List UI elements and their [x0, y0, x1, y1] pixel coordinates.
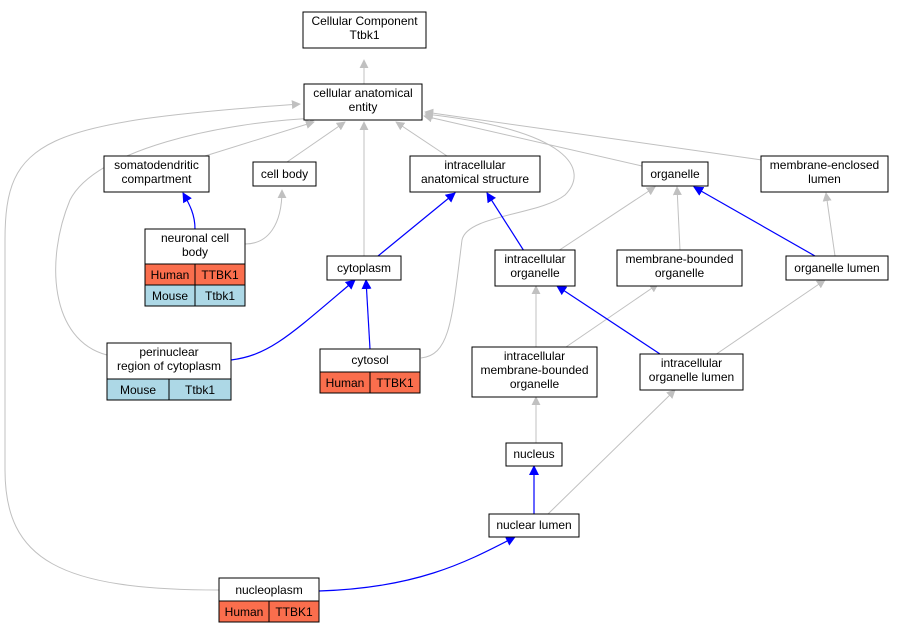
node-root[interactable]: Cellular Component Ttbk1	[302, 11, 427, 49]
node-label-line: organelle	[510, 377, 560, 391]
edge-mel-to-cae	[424, 108, 763, 161]
node-intracellular-organelle[interactable]: intracellular organelle	[494, 249, 576, 287]
edge-ncb-partof-soma	[182, 192, 196, 230]
edge-nl-to-iol	[547, 389, 676, 515]
node-label-line: lumen	[808, 172, 841, 186]
node-intracellular-organelle-lumen[interactable]: intracellular organelle lumen	[639, 353, 744, 391]
edge-iol-partof-io	[556, 285, 661, 355]
edge-perinuc-to-cae	[55, 113, 319, 356]
node-perinuclear-region-of-cytoplasm[interactable]: perinuclear region of cytoplasm Mouse Tt…	[106, 342, 232, 401]
node-label-line: somatodendritic	[114, 158, 199, 172]
node-label-line: nuclear lumen	[496, 518, 571, 532]
edge-organelle-to-cae	[423, 113, 643, 167]
edge-imbo-to-mbo	[565, 283, 659, 348]
species-label: Mouse	[120, 383, 156, 397]
edges	[4, 59, 836, 592]
node-label-line: membrane-bounded	[625, 252, 733, 266]
node-nuclear-lumen[interactable]: nuclear lumen	[488, 513, 580, 538]
node-label-line: cell body	[261, 167, 308, 181]
gene-label: Ttbk1	[205, 289, 235, 303]
edge-soma-to-cae	[204, 120, 315, 157]
species-label: Human	[225, 605, 264, 619]
node-label-line: region of cytoplasm	[117, 359, 221, 373]
node-cytosol[interactable]: cytosol Human TTBK1	[319, 348, 421, 394]
node-label-line: compartment	[121, 172, 192, 186]
edge-nucleoplasm-to-cae	[4, 100, 301, 591]
node-label-line: intracellular	[444, 158, 505, 172]
node-label-line: neuronal cell	[161, 231, 229, 245]
node-nucleoplasm[interactable]: nucleoplasm Human TTBK1	[218, 577, 320, 623]
node-label-line: organelle lumen	[649, 370, 734, 384]
node-intracellular-anatomical-structure[interactable]: intracellular anatomical structure	[409, 155, 541, 193]
node-label-line: entity	[349, 100, 378, 114]
node-label-line: organelle	[510, 266, 560, 280]
node-cellular-anatomical-entity[interactable]: cellular anatomical entity	[303, 83, 423, 121]
edge-cytoplasm-partof-ias	[377, 192, 456, 257]
node-label-line: nucleus	[513, 447, 554, 461]
edge-io-partof-ias	[486, 192, 525, 252]
edge-ncb-to-cellbody	[244, 189, 287, 245]
gene-cell	[369, 371, 421, 394]
node-neuronal-cell-body[interactable]: neuronal cell body Human TTBK1 Mouse Ttb…	[144, 228, 246, 307]
node-nucleus[interactable]: nucleus	[505, 442, 563, 467]
node-somatodendritic-compartment[interactable]: somatodendritic compartment	[103, 155, 210, 193]
node-membrane-enclosed-lumen[interactable]: membrane-enclosed lumen	[760, 155, 889, 193]
node-label-line: perinuclear	[139, 345, 198, 359]
gene-label: TTBK1	[275, 605, 313, 619]
nodes: Cellular Component Ttbk1 cellular anatom…	[103, 11, 889, 623]
edge-ol-partof-organelle	[693, 186, 816, 257]
node-label-line: organelle lumen	[794, 261, 879, 275]
node-label-line: cellular anatomical	[313, 86, 412, 100]
node-label-line: intracellular	[504, 349, 565, 363]
node-label-line: body	[182, 245, 208, 259]
node-label-line: intracellular	[504, 252, 565, 266]
edge-cellbody-to-cae	[286, 121, 346, 163]
edge-nucleoplasm-partof-nl	[318, 536, 516, 592]
node-label-line: intracellular	[661, 356, 722, 370]
node-organelle-lumen[interactable]: organelle lumen	[785, 255, 889, 281]
node-cell-body[interactable]: cell body	[252, 161, 317, 187]
species-label: Human	[326, 376, 365, 390]
node-label-line: membrane-enclosed	[770, 158, 879, 172]
node-cytoplasm[interactable]: cytoplasm	[326, 255, 402, 281]
edge-ias-to-cae	[395, 121, 448, 157]
gene-cell	[194, 284, 246, 307]
gene-cell	[168, 378, 232, 401]
species-label: Human	[151, 268, 190, 282]
edge-perinuc-partof-cytoplasm	[230, 279, 356, 361]
edge-iol-to-ol	[714, 279, 826, 356]
gene-label: TTBK1	[376, 376, 414, 390]
edge-mbo-to-organelle	[672, 186, 682, 251]
node-label-line: membrane-bounded	[480, 363, 588, 377]
edge-cytosol-to-cae	[420, 110, 575, 359]
gene-cell	[268, 600, 320, 623]
species-label: Mouse	[152, 289, 188, 303]
edge-ol-to-mel	[822, 192, 836, 257]
node-label-line: organelle	[655, 266, 705, 280]
edge-cytosol-partof-cytoplasm	[361, 279, 372, 350]
node-label-line: anatomical structure	[421, 172, 529, 186]
gene-label: Ttbk1	[185, 383, 215, 397]
node-intracellular-membrane-bounded-organelle[interactable]: intracellular membrane-bounded organelle	[471, 346, 598, 398]
node-label-line: cytosol	[351, 353, 388, 367]
gene-label: TTBK1	[201, 268, 239, 282]
node-label-line: cytoplasm	[337, 261, 391, 275]
node-label-line: Cellular Component	[311, 14, 418, 28]
node-label-line: nucleoplasm	[235, 583, 302, 597]
edge-io-to-organelle	[557, 186, 656, 252]
node-label-line: organelle	[650, 167, 700, 181]
node-label-line: Ttbk1	[349, 28, 379, 42]
node-organelle[interactable]: organelle	[641, 161, 709, 187]
node-membrane-bounded-organelle[interactable]: membrane-bounded organelle	[616, 249, 743, 287]
